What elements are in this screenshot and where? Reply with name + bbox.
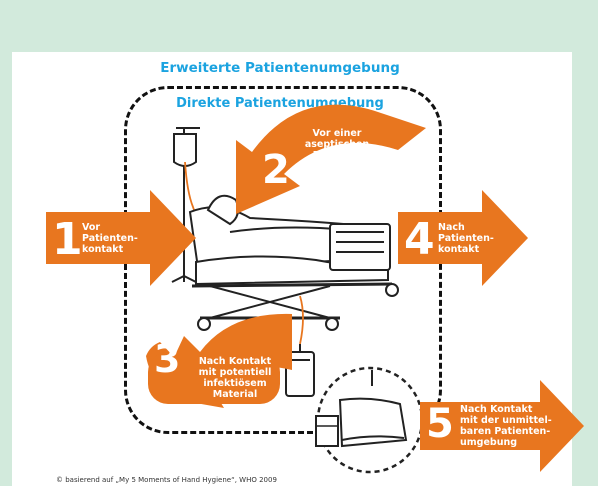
moment-1-label: Vor Patienten- kontakt bbox=[82, 222, 138, 255]
moment-5-number: 5 bbox=[426, 401, 454, 447]
arrow-moment-1 bbox=[46, 190, 196, 286]
moment-1-number: 1 bbox=[52, 214, 83, 265]
moment-2-label: Vor einer aseptischen Tätigkeit bbox=[304, 128, 370, 161]
title-extended-patient-environment: Erweiterte Patientenumgebung bbox=[160, 60, 400, 76]
hospital-bed-icon bbox=[188, 194, 399, 345]
credit-text: © basierend auf „My 5 Moments of Hand Hy… bbox=[56, 476, 277, 484]
moment-3-number: 3 bbox=[154, 337, 181, 381]
arrow-moment-2 bbox=[236, 104, 426, 214]
moment-2-number: 2 bbox=[262, 147, 290, 193]
urine-bag-icon bbox=[285, 344, 315, 397]
moment-4-label: Nach Patienten- kontakt bbox=[438, 222, 494, 255]
moment-4-number: 4 bbox=[404, 214, 435, 265]
arrow-moment-5 bbox=[420, 380, 584, 472]
moment-3-label: Nach Kontakt mit potentiell infektiösem … bbox=[198, 356, 272, 400]
moment-5-label: Nach Kontakt mit der unmittel- baren Pat… bbox=[460, 404, 552, 448]
arrow-moment-4 bbox=[398, 190, 528, 286]
bedside-area-icon bbox=[315, 366, 424, 474]
